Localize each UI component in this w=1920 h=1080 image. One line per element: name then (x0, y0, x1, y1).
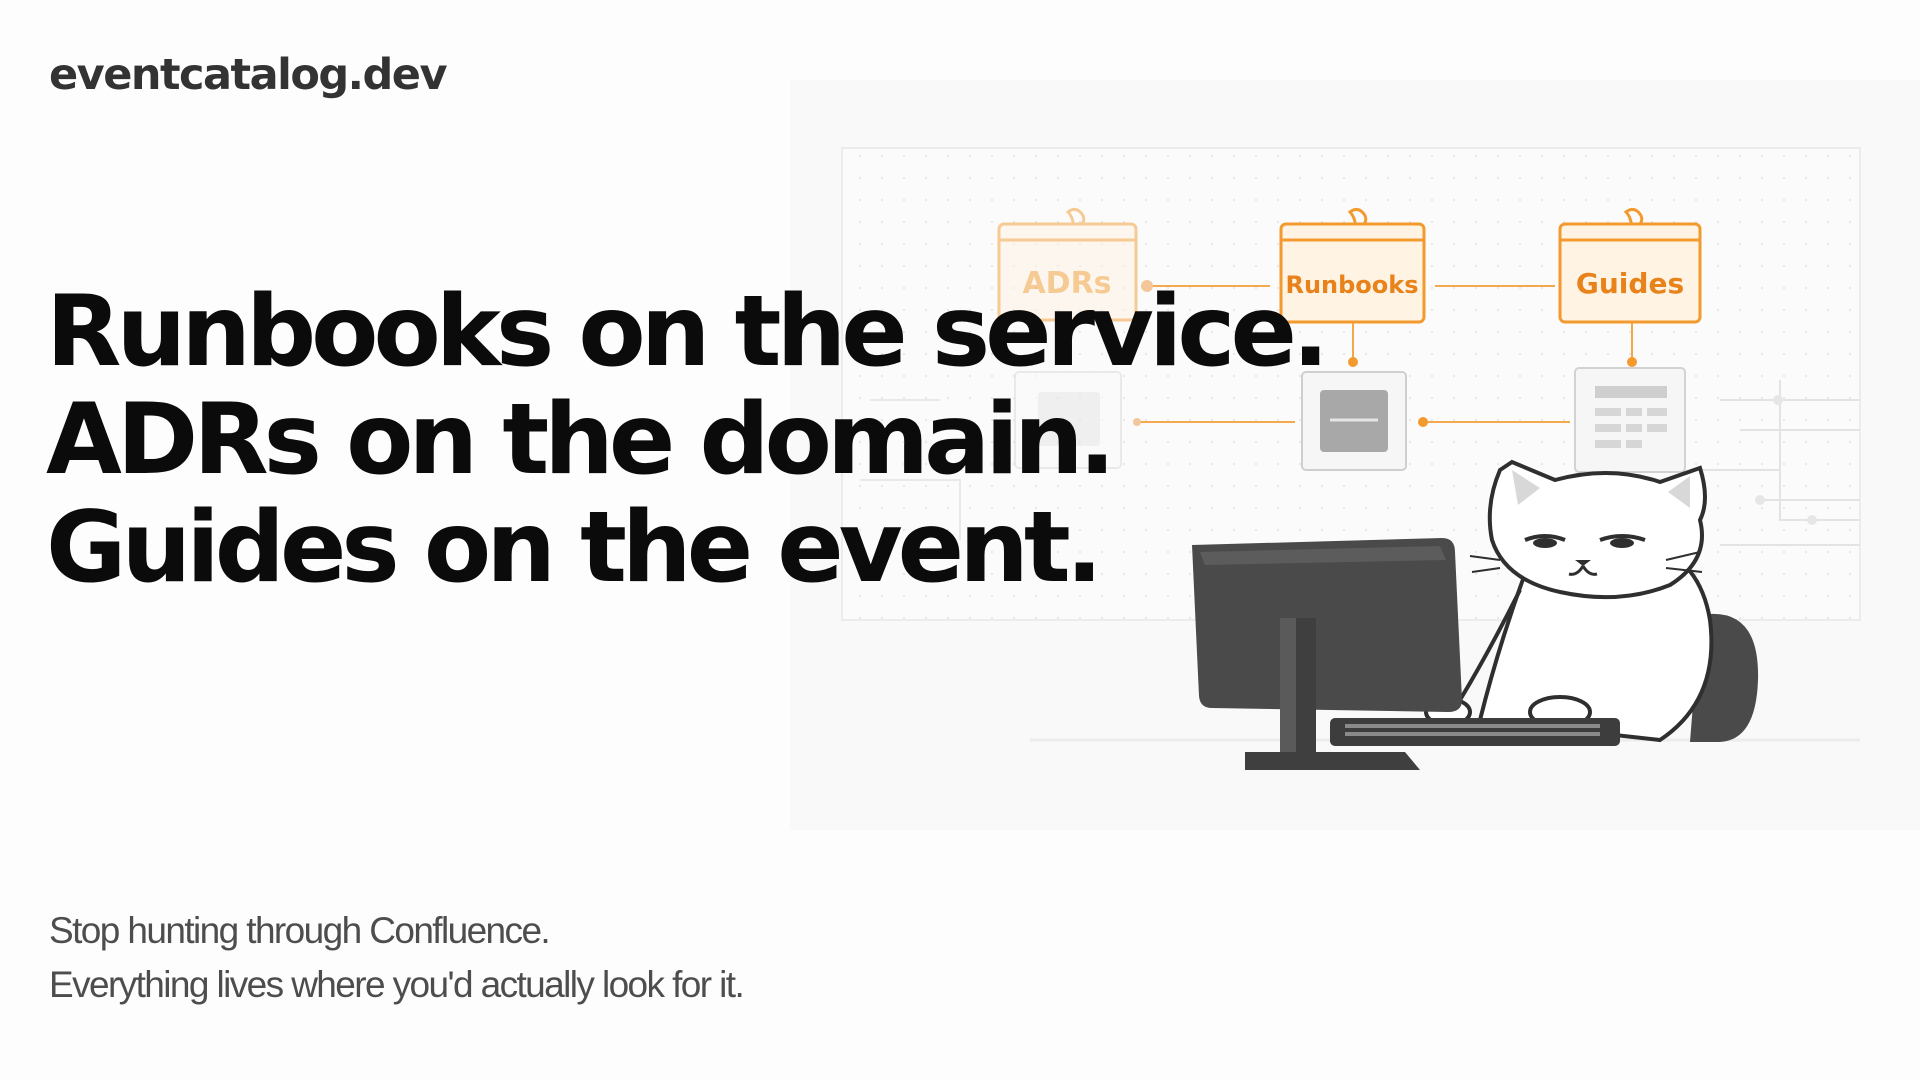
runbooks-tag: Runbooks (1279, 207, 1426, 324)
connector-dot (1141, 280, 1153, 292)
subtitle-line-2: Everything lives where you'd actually lo… (49, 964, 745, 1005)
headline-line-3: Guides on the event. (46, 491, 1103, 605)
circuit-lines (1700, 380, 1860, 546)
runbooks-tag-label: Runbooks (1285, 271, 1418, 299)
guides-tag-label: Guides (1576, 267, 1684, 300)
computer-monitor (1192, 538, 1462, 770)
node-card-left (1014, 371, 1122, 469)
site-brand: eventcatalog.dev (49, 50, 447, 100)
guides-tag: Guides (1558, 207, 1702, 324)
adrs-tag: ADRs (997, 207, 1138, 322)
headline-line-2: ADRs on the domain. (46, 383, 1116, 497)
adrs-tag-label: ADRs (1022, 266, 1111, 301)
subtitle-line-1: Stop hunting through Confluence. (49, 910, 551, 951)
node-card-middle (1301, 371, 1407, 471)
subtitle: Stop hunting through Confluence. Everyth… (49, 904, 745, 1012)
node-card-right (1574, 367, 1686, 473)
headline: Runbooks on the service. ADRs on the dom… (46, 275, 1329, 605)
headline-line-1: Runbooks on the service. (46, 275, 1329, 389)
cat-character (1424, 459, 1714, 743)
